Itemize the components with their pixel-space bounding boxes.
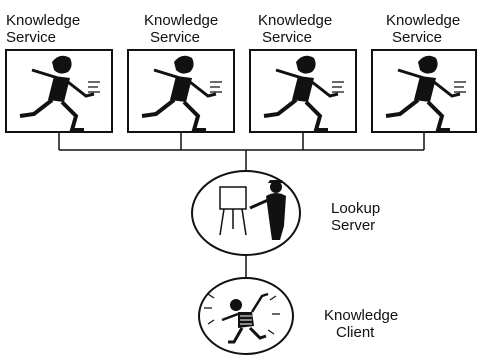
knowledge-client-label: Knowledge Client bbox=[324, 307, 398, 341]
lookup-server-label: Lookup Server bbox=[331, 200, 380, 234]
lookup-server-label-line1: Lookup bbox=[331, 200, 381, 217]
connector-lines bbox=[58, 132, 425, 282]
service-1-label-line2: Service bbox=[6, 29, 57, 46]
service-1-label: Knowledge Service bbox=[6, 12, 80, 46]
service-3-label: Knowledge Service bbox=[258, 12, 332, 46]
lookup-server-label-line2: Server bbox=[331, 217, 376, 234]
service-4-label: Knowledge Service bbox=[386, 12, 460, 46]
lookup-server-node bbox=[191, 170, 301, 256]
service-2-box bbox=[127, 49, 235, 133]
service-3-label-line2: Service bbox=[262, 29, 313, 46]
service-4-label-line2: Service bbox=[392, 29, 443, 46]
dancing-figure-icon bbox=[204, 292, 280, 344]
service-2-label-line1: Knowledge bbox=[144, 12, 219, 29]
service-1-box bbox=[5, 49, 113, 133]
service-1-label-line1: Knowledge bbox=[6, 12, 81, 29]
service-2-label-line2: Service bbox=[150, 29, 201, 46]
presenter-at-easel-icon bbox=[219, 180, 286, 240]
service-4-label-line1: Knowledge bbox=[386, 12, 461, 29]
service-4-box bbox=[371, 49, 477, 133]
service-2-label: Knowledge Service bbox=[144, 12, 218, 46]
knowledge-client-node bbox=[198, 277, 294, 355]
service-3-box bbox=[249, 49, 357, 133]
knowledge-client-label-line1: Knowledge bbox=[324, 307, 399, 324]
knowledge-client-label-line2: Client bbox=[336, 324, 375, 341]
service-3-label-line1: Knowledge bbox=[258, 12, 333, 29]
